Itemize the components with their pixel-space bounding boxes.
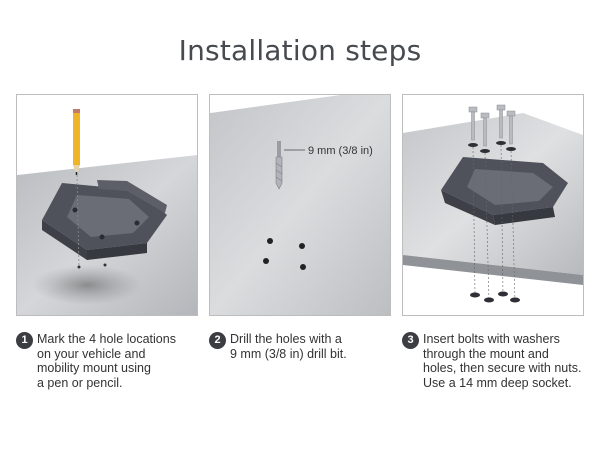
step-2-image: 9 mm (3/8 in) — [209, 94, 391, 316]
nut-icon — [470, 291, 520, 303]
drill-size-label: 9 mm (3/8 in) — [308, 145, 373, 157]
background — [17, 95, 197, 175]
mount-front — [493, 207, 555, 225]
hole-mark — [72, 207, 78, 213]
drill-bit-icon — [275, 141, 283, 190]
step-3-image — [402, 94, 584, 316]
step-2-text: Drill the holes with a 9 mm (3/8 in) dri… — [230, 332, 347, 361]
drilled-hole — [300, 264, 306, 270]
hole-mark — [99, 234, 105, 240]
step-1-image — [16, 94, 198, 316]
mount-front — [87, 243, 147, 260]
drilled-hole — [299, 243, 305, 249]
metal-sheet — [210, 95, 390, 315]
mount-recess — [67, 195, 149, 237]
metal-sheet-edge — [403, 255, 583, 285]
step-number-badge: 1 — [16, 332, 33, 349]
step-number-badge: 3 — [402, 332, 419, 349]
mount-rail — [97, 180, 167, 213]
pencil-icon — [73, 109, 80, 175]
step-3-illustration — [403, 95, 583, 315]
mount-recess — [467, 169, 553, 205]
step-3-text: Insert bolts with washers through the mo… — [423, 332, 582, 390]
mount-side — [42, 220, 87, 260]
bolt-icon — [468, 104, 516, 147]
mount-side — [441, 190, 495, 225]
page-title: Installation steps — [178, 34, 422, 67]
step-2-illustration: 9 mm (3/8 in) — [210, 95, 390, 315]
step-1-text: Mark the 4 hole locations on your vehicl… — [37, 332, 176, 390]
step-1-illustration — [17, 95, 197, 315]
washer-icon — [468, 141, 516, 153]
background — [210, 95, 340, 113]
step-number-badge: 2 — [209, 332, 226, 349]
drilled-hole — [267, 238, 273, 244]
mount-shadow — [32, 265, 142, 305]
drilled-hole — [263, 258, 269, 264]
hole-mark — [134, 220, 140, 226]
